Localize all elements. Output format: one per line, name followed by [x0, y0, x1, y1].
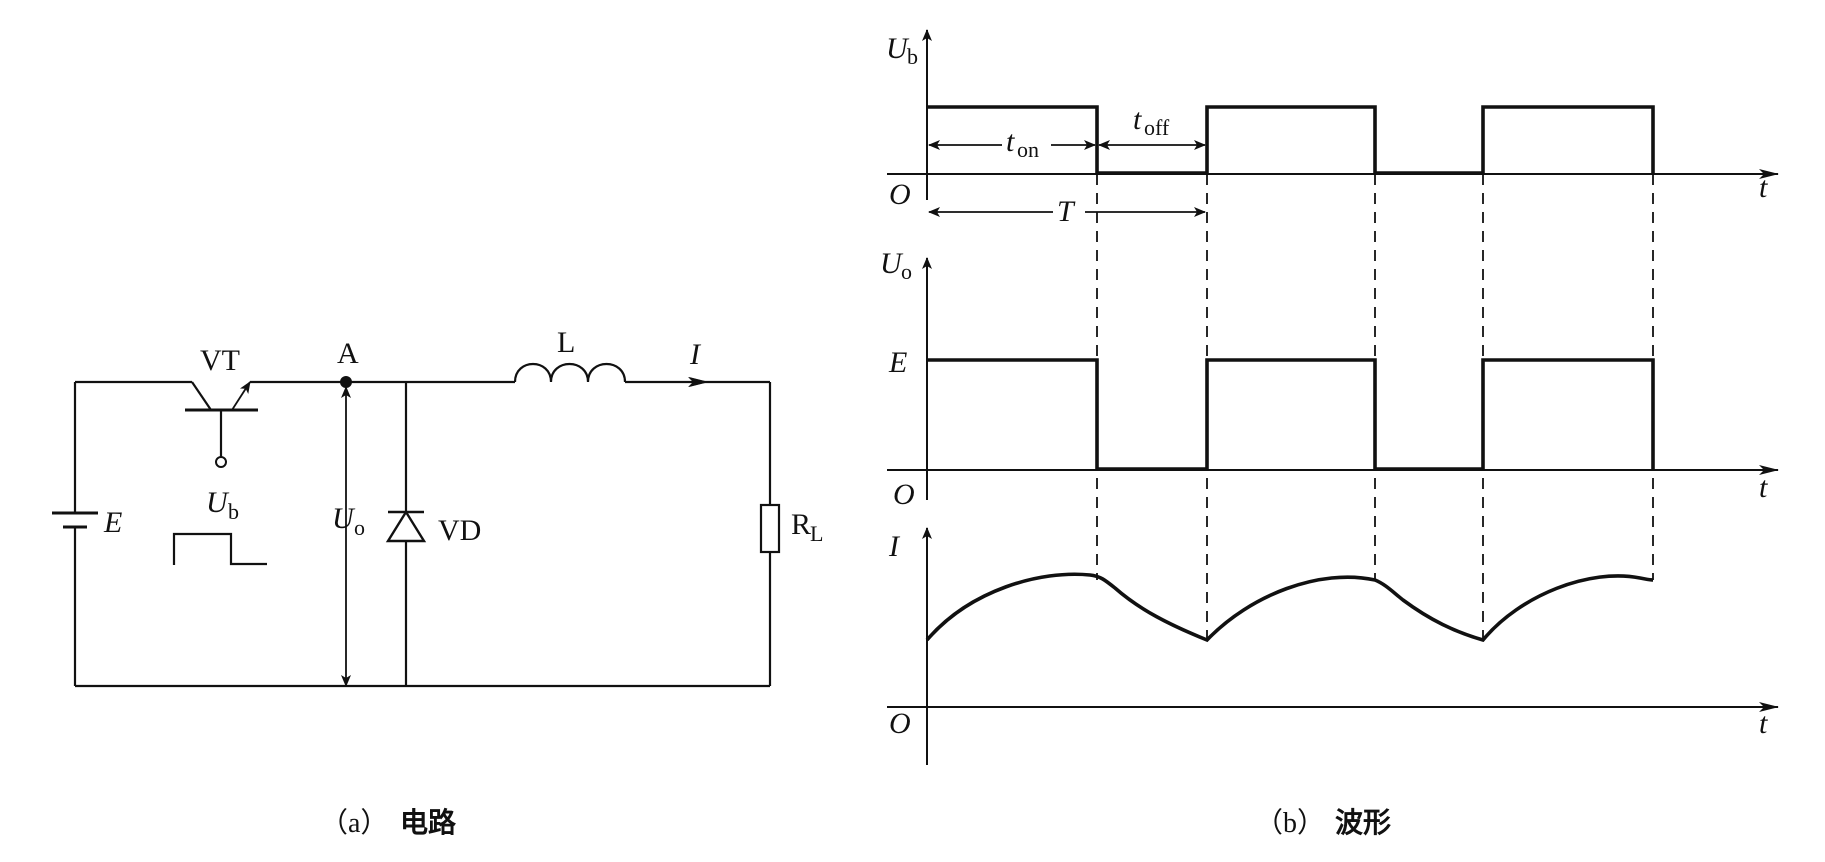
uo-waveform	[927, 358, 1655, 471]
i-time-label: t	[1759, 707, 1768, 740]
transistor-label: VT	[200, 344, 240, 377]
captions: （a） 电路 （b） 波形	[320, 806, 1391, 839]
transistor-symbol	[185, 381, 258, 468]
uo-axis-sub: o	[901, 259, 912, 284]
period-label: T	[1057, 195, 1076, 228]
resistor-sub: L	[810, 521, 823, 546]
toff-label: t	[1133, 103, 1142, 136]
i-axis-label: I	[888, 530, 901, 563]
base-signal-label: U	[206, 486, 230, 519]
base-pulse-icon	[172, 532, 267, 566]
ub-time-label: t	[1759, 171, 1768, 204]
diode-label: VD	[438, 514, 481, 547]
waveform-diagram: U b O t t on t off T U o E O t I O t	[880, 29, 1779, 765]
diode-symbol	[385, 382, 427, 686]
ton-sub: on	[1017, 137, 1039, 162]
output-voltage-sub: o	[354, 515, 365, 540]
resistor-label: R	[791, 508, 811, 541]
battery-label: E	[103, 506, 122, 539]
wave-caption-text: 波形	[1335, 806, 1391, 839]
toff-sub: off	[1144, 115, 1170, 140]
uo-time-label: t	[1759, 471, 1768, 504]
current-arrowhead	[688, 377, 708, 387]
ton-label: t	[1006, 125, 1015, 158]
wave-caption-prefix: （b）	[1255, 807, 1325, 839]
node-a-dot	[340, 376, 352, 388]
ub-axis-sub: b	[907, 44, 918, 69]
uo-axis-label: U	[880, 247, 904, 280]
battery-symbol	[52, 511, 98, 529]
ub-waveform	[927, 105, 1655, 175]
circuit-diagram: E VT U b A U o VD L	[52, 326, 823, 688]
node-a-label: A	[337, 337, 359, 370]
uo-level-label: E	[888, 346, 907, 379]
uo-origin-label: O	[893, 478, 915, 511]
i-waveform	[925, 572, 1654, 643]
inductor-label: L	[557, 326, 575, 359]
current-label: I	[689, 338, 702, 371]
circuit-caption-prefix: （a）	[320, 807, 388, 839]
circuit-caption-text: 电路	[400, 806, 457, 839]
base-signal-sub: b	[228, 499, 239, 524]
output-voltage-label: U	[332, 502, 356, 535]
inductor-coil	[513, 362, 627, 383]
ub-origin-label: O	[889, 178, 911, 211]
resistor-symbol	[759, 503, 781, 554]
ub-axis-label: U	[886, 32, 910, 65]
i-origin-label: O	[889, 707, 911, 740]
